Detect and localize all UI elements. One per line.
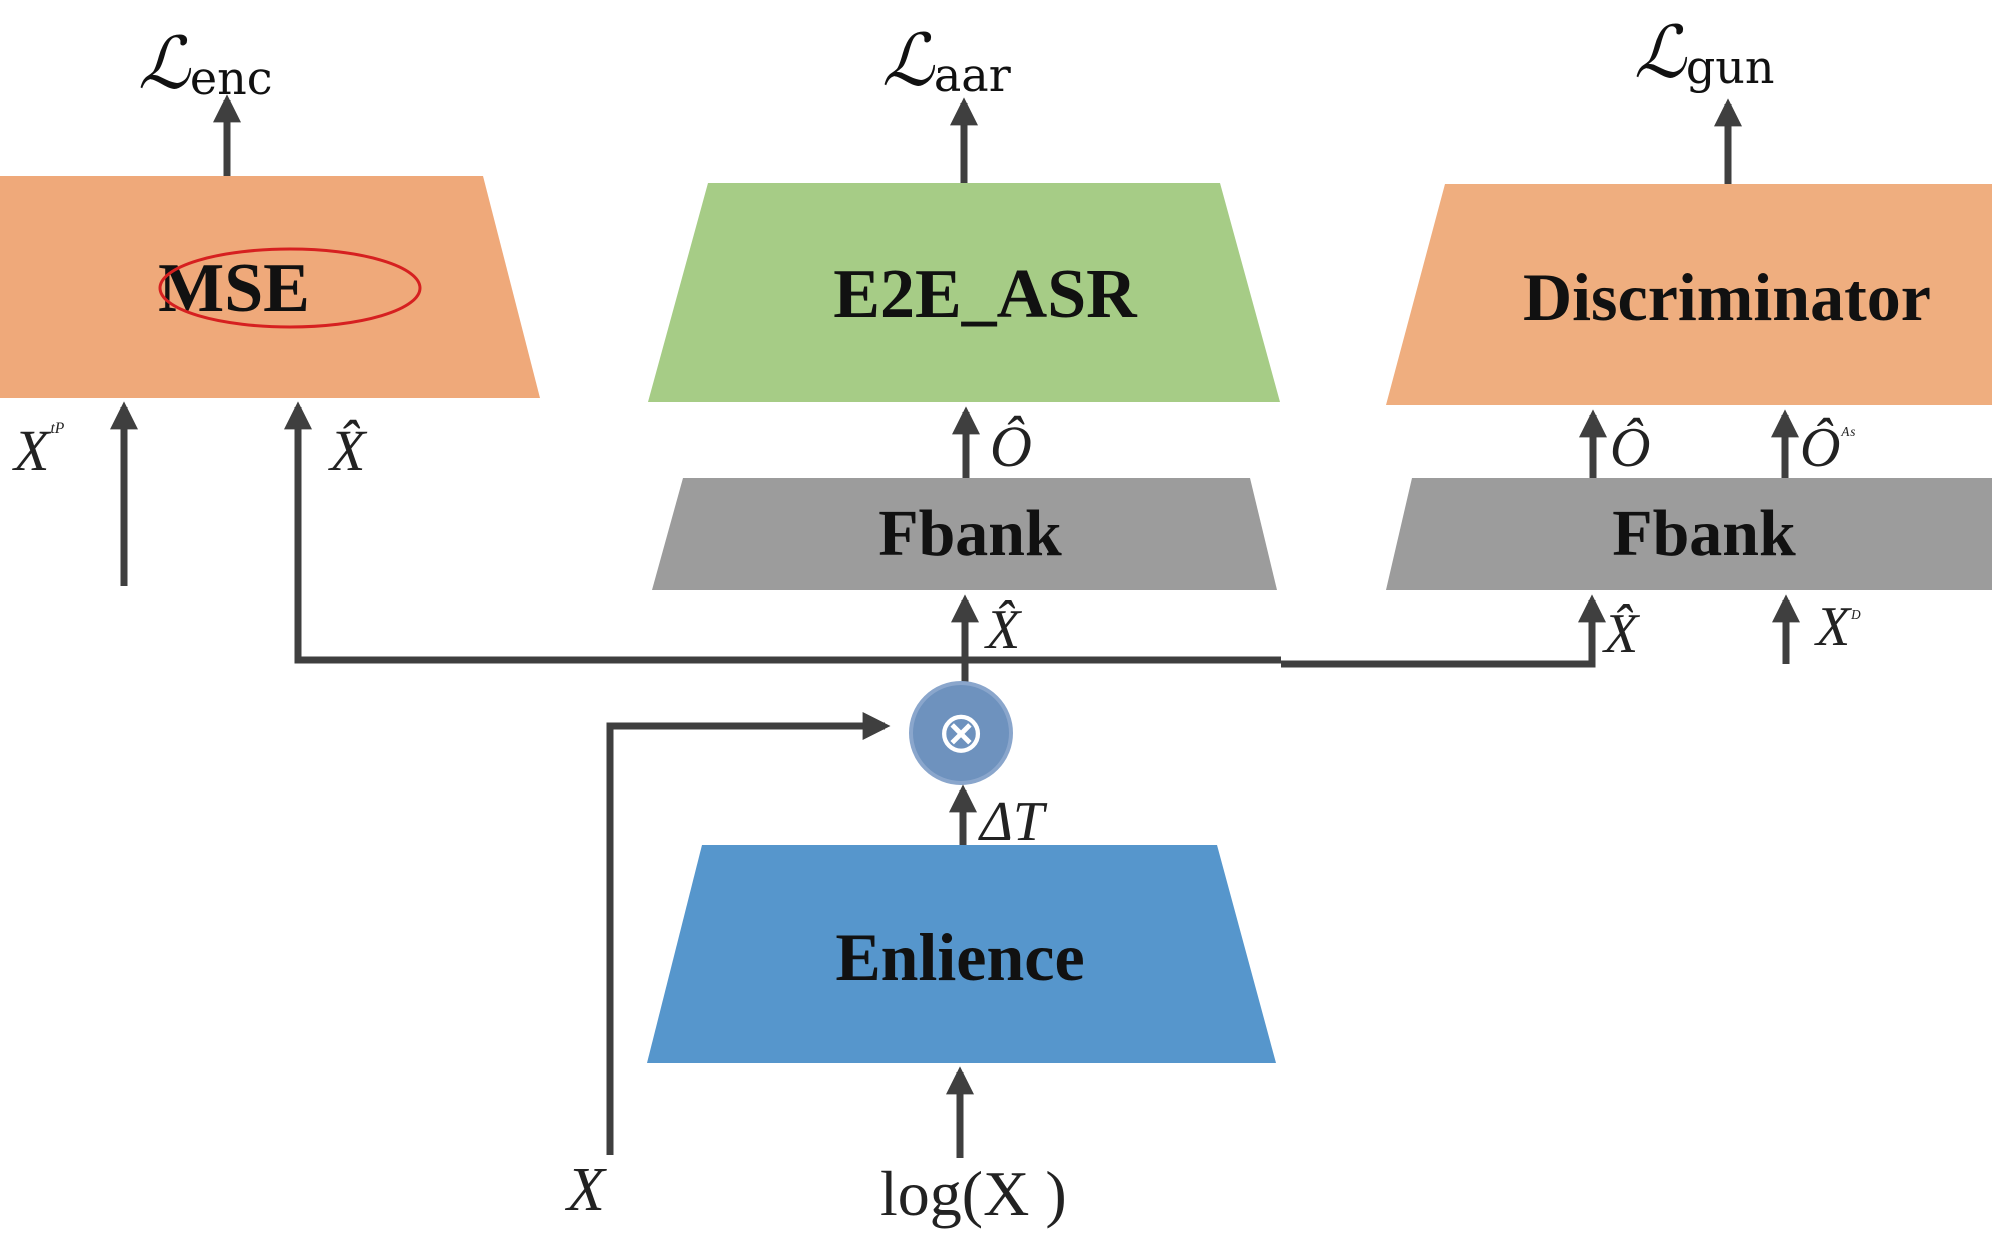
mse-right-input-label: X̂ (328, 418, 368, 483)
asr-loss-label: ℒaar (882, 18, 1011, 102)
fbank-asr-shape (652, 478, 1277, 590)
discriminator-shape (1386, 184, 1992, 405)
enc-loss-label: ℒenc (138, 21, 272, 105)
fbank-disc-block: Fbank (1386, 478, 1992, 590)
encoder-block: Enlience (647, 845, 1276, 1063)
fbank-disc-input-1-label: X̂ (1602, 603, 1641, 665)
asr-shape (648, 183, 1280, 402)
discriminator-block: Discriminator (1386, 184, 1992, 405)
fbank-disc-input-2-label: Xᴰ (1814, 596, 1861, 658)
fbank-asr-block: Fbank (652, 478, 1277, 590)
mse-label: MSE (158, 250, 310, 327)
asr-input-label: Ô (990, 414, 1032, 479)
disc-input-1-label: Ô (1610, 416, 1650, 479)
encoder-shape (647, 845, 1276, 1063)
mask-multiply-op (909, 681, 1013, 785)
mse-highlight-circle (158, 247, 422, 329)
x-to-mask-path (606, 712, 891, 1155)
mse-shape (0, 176, 540, 398)
enhanced-to-fbank-disc-path (1281, 594, 1606, 668)
fbank-disc-label: Fbank (1612, 497, 1796, 570)
asr-label: E2E_ASR (833, 256, 1138, 333)
gan-loss-label: ℒgun (1634, 10, 1775, 94)
mse-left-input-label: Xᵗᴾ (12, 417, 65, 483)
asr-block: E2E_ASR (648, 183, 1280, 402)
mse-block: MSE (0, 176, 540, 398)
fbank-disc-shape (1386, 478, 1992, 590)
mse-right-input-path (284, 401, 1281, 664)
fbank-asr-input-label: X̂ (984, 599, 1023, 661)
disc-input-2-label: Ôᴬˢ (1800, 416, 1856, 479)
encoder-label: Enlience (835, 919, 1084, 995)
input-x-label: X (564, 1156, 607, 1224)
discriminator-label: Discriminator (1523, 259, 1931, 335)
input-log-label: log(X ) (880, 1158, 1067, 1229)
fbank-asr-label: Fbank (878, 497, 1062, 570)
mask-label: ΔT (978, 791, 1048, 853)
mask-multiply-symbol: ⊗ (937, 698, 986, 766)
